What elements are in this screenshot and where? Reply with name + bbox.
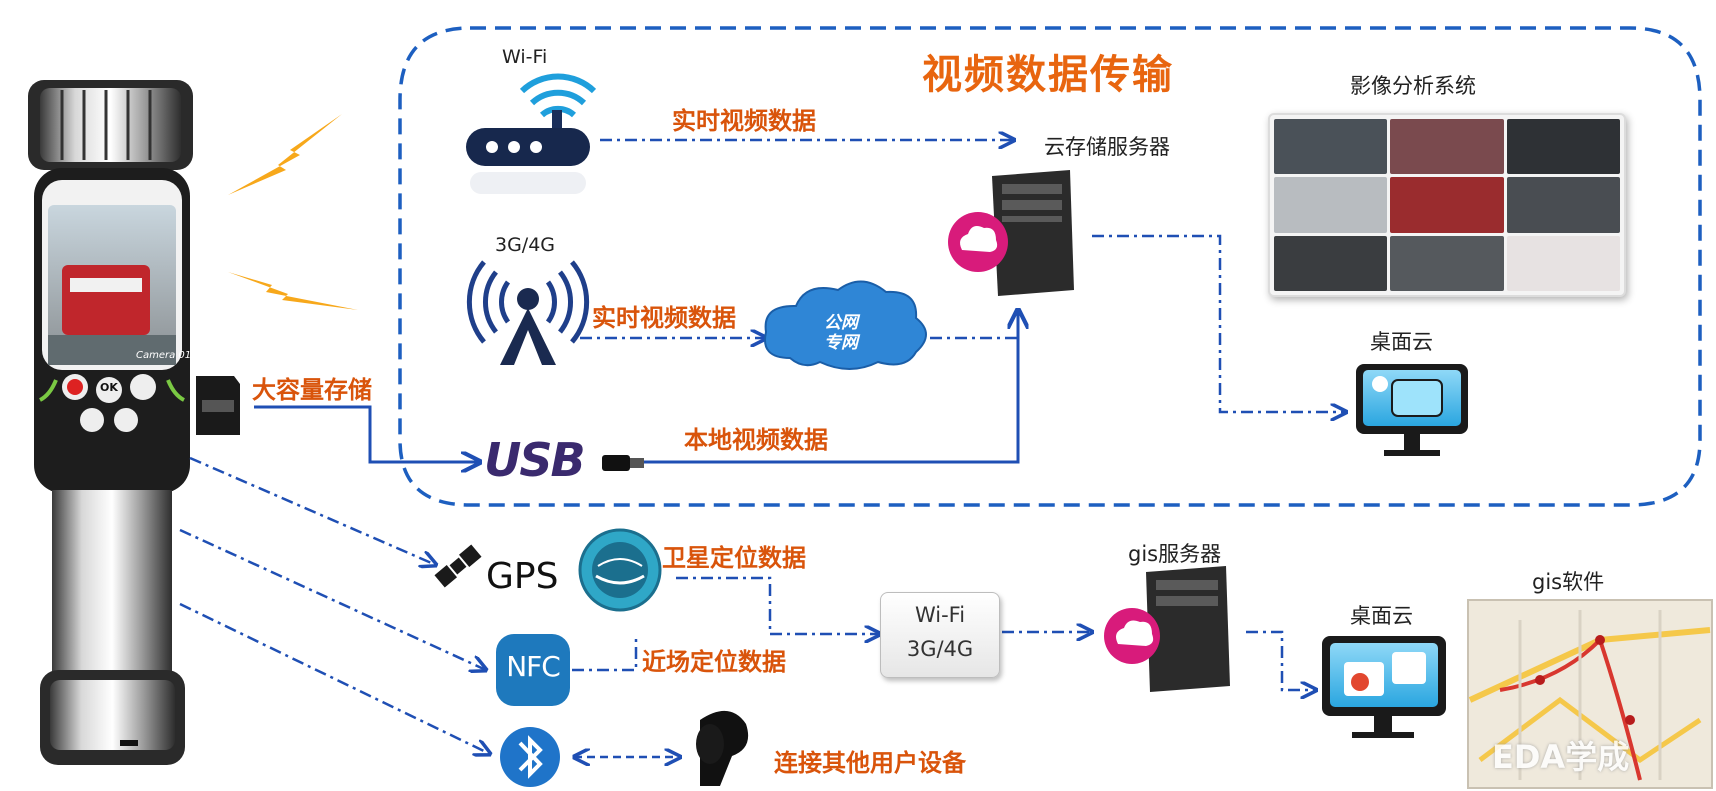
- satellite-icon: [434, 544, 482, 588]
- satellite-data-label: 卫星定位数据: [662, 544, 806, 572]
- desktop-cloud-top-label: 桌面云: [1370, 330, 1433, 354]
- connect-devices-label: 连接其他用户设备: [774, 749, 966, 777]
- link-nfc-box: [572, 634, 638, 672]
- 3g4g-label: 3G/4G: [495, 234, 556, 256]
- transmission-boundary: [398, 26, 1702, 507]
- cloud-server-label: 云存储服务器: [1044, 135, 1170, 159]
- cell-tower-icon: [466, 260, 590, 344]
- sd-card-icon: [196, 376, 240, 435]
- link-storage-usb: [254, 405, 480, 462]
- wifi-3g-box: Wi-Fi 3G/4G: [880, 592, 1000, 678]
- desktop-cloud-bottom-label: 桌面云: [1350, 604, 1413, 628]
- local-data-label: 本地视频数据: [684, 426, 828, 454]
- image-analysis-label: 影像分析系统: [1350, 74, 1476, 98]
- nfc-label: NFC: [506, 650, 561, 683]
- wifi-label: Wi-Fi: [502, 46, 548, 68]
- lightning-icon: [228, 272, 358, 310]
- link-gis-desktop: [1246, 630, 1316, 690]
- usb-logo: USB: [484, 433, 586, 487]
- image-analysis-screens: [1268, 113, 1626, 297]
- realtime-data-label-3g: 实时视频数据: [592, 304, 736, 332]
- satellite-positioning-logo: [578, 528, 662, 612]
- link-device-gps: [189, 456, 436, 565]
- public-net-line1: 公网: [824, 313, 858, 333]
- public-network-label: 公网 专网: [824, 313, 858, 353]
- link-sat-box: [676, 576, 880, 634]
- gis-map-image: [1467, 599, 1713, 789]
- link-server-desktop: [1092, 234, 1346, 412]
- headset-icon: [696, 710, 749, 786]
- gps-label: GPS: [486, 556, 559, 597]
- gis-software-label: gis软件: [1532, 570, 1605, 594]
- mass-storage-label: 大容量存储: [252, 376, 372, 404]
- lightning-icon: [228, 114, 342, 195]
- desktop-monitor-top-icon: [1356, 364, 1468, 456]
- near-field-data-label: 近场定位数据: [642, 648, 786, 676]
- public-net-line2: 专网: [824, 333, 858, 353]
- tower-mast: [500, 308, 556, 365]
- wifi-box-line1: Wi-Fi: [914, 603, 966, 627]
- gis-server-icon: [1104, 566, 1230, 692]
- bluetooth-icon: [500, 727, 560, 787]
- wifi-router-icon: [466, 73, 597, 194]
- watermark: EDA学成: [1492, 738, 1630, 776]
- nfc-icon: [496, 634, 570, 706]
- recorder-device: [28, 80, 193, 765]
- link-device-nfc: [179, 528, 486, 670]
- desktop-monitor-bottom-icon: [1322, 636, 1446, 738]
- wifi-box-line2: 3G/4G: [906, 637, 974, 661]
- camera-overlay-text: Camera 01: [136, 350, 192, 361]
- link-device-bt: [179, 602, 490, 754]
- network-cloud-icon: [764, 280, 927, 370]
- ok-key-label: OK: [100, 381, 118, 394]
- cloud-server-icon: [948, 170, 1074, 296]
- usb-icon: [602, 455, 644, 471]
- realtime-data-label-wifi: 实时视频数据: [672, 107, 816, 135]
- gis-server-label: gis服务器: [1128, 542, 1222, 566]
- diagram-title: 视频数据传输: [922, 52, 1174, 98]
- link-usb-server: [630, 310, 1018, 464]
